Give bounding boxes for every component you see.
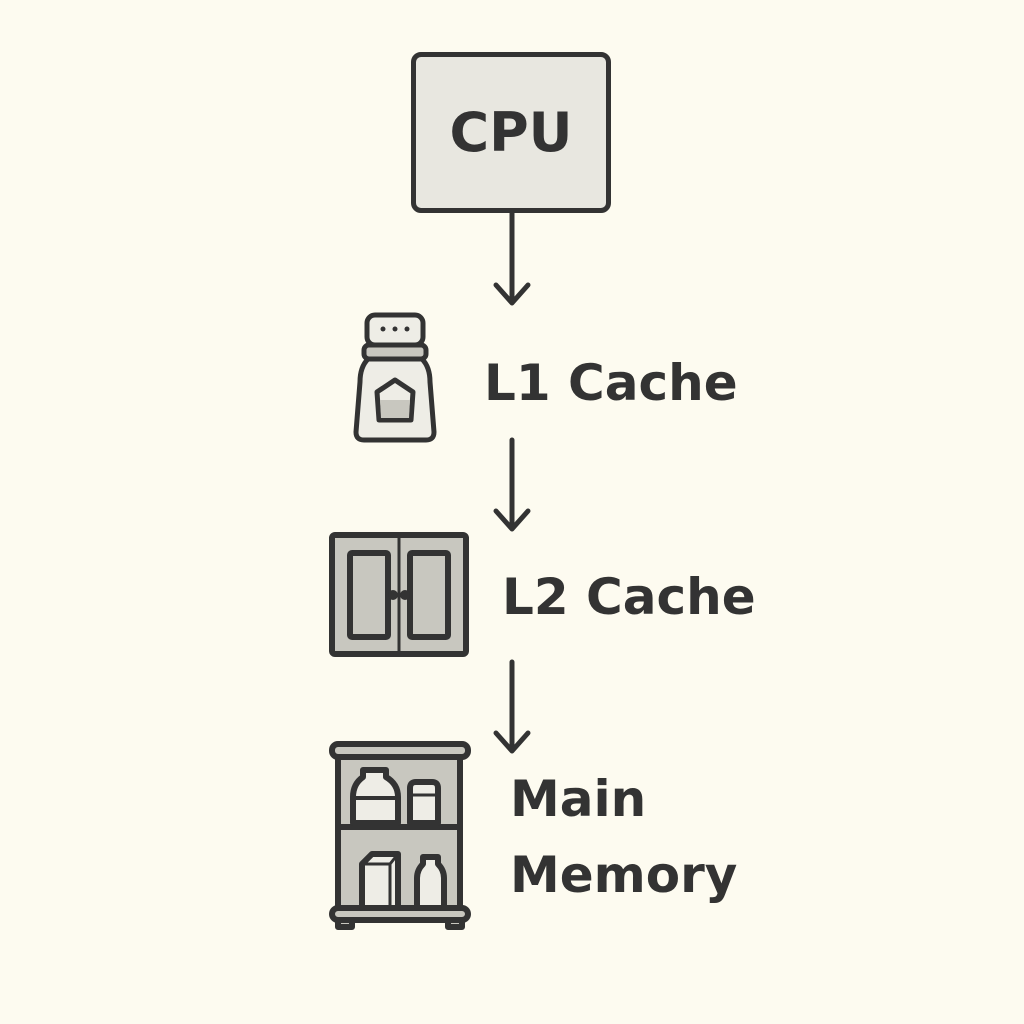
cpu-node: CPU [411,52,611,213]
pantry-shelf-icon [329,741,471,930]
main-memory-label-line2: Memory [510,846,738,904]
main-memory-label-line1: Main [510,770,647,828]
salt-shaker-icon [353,312,437,443]
l1-cache-label: L1 Cache [484,354,738,412]
l2-cache-label: L2 Cache [502,568,756,626]
cpu-label: CPU [449,101,573,164]
cabinet-icon [329,532,469,657]
